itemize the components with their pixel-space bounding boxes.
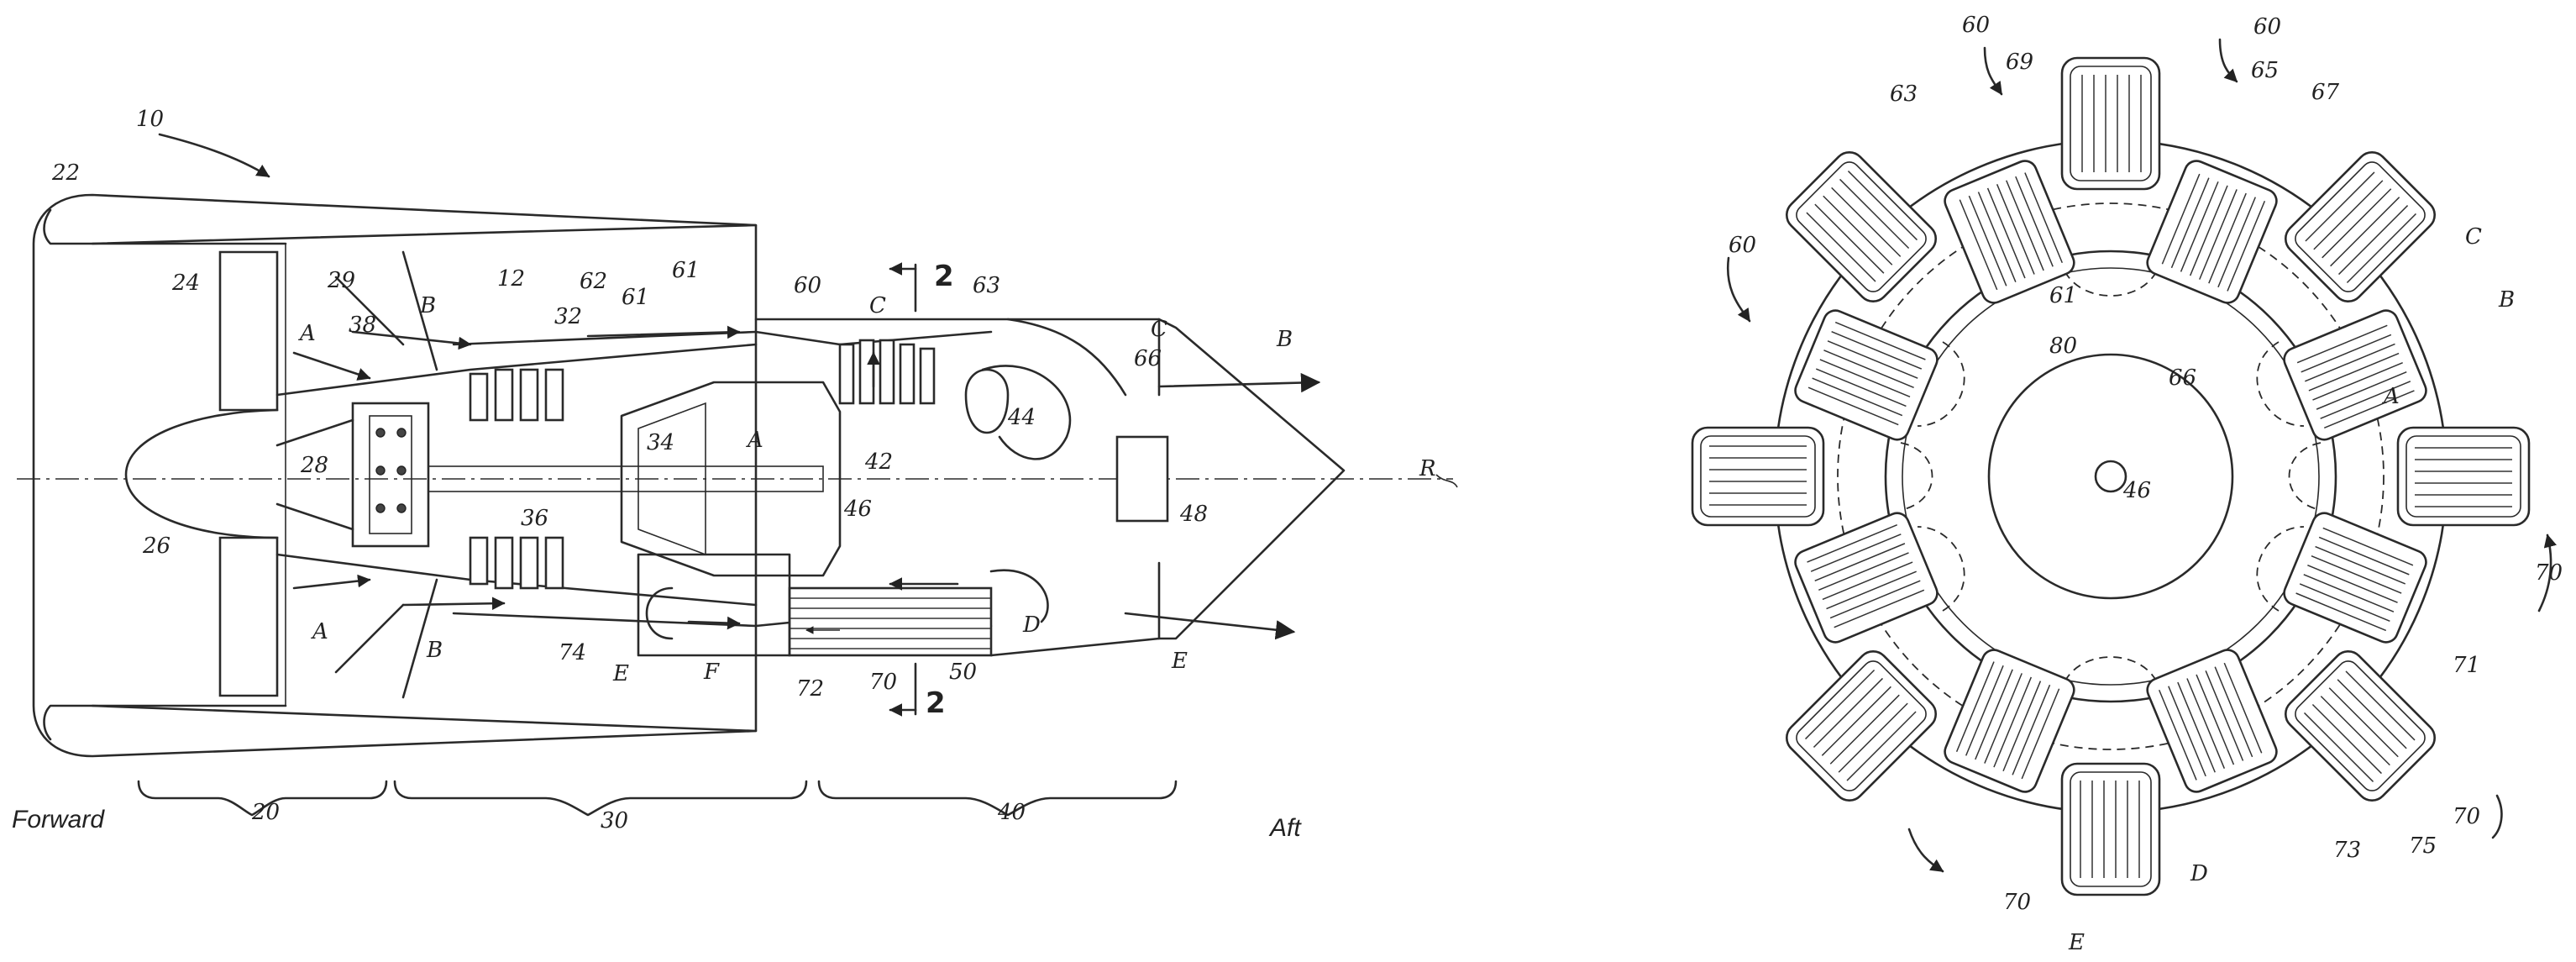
ref-label: B: [2498, 287, 2515, 313]
ref-label: 70: [2003, 890, 2031, 915]
ref-label: R: [1419, 456, 1436, 481]
ref-label: 72: [796, 676, 824, 702]
ref-label: 69: [2006, 50, 2033, 75]
recuperator-section-view: [1691, 38, 2557, 896]
ref-label: 48: [1179, 502, 1208, 527]
ref-label: 61: [622, 285, 649, 310]
ref-label: 26: [142, 534, 171, 559]
ref-label: 65: [2251, 58, 2279, 83]
ref-label: 44: [1007, 405, 1036, 430]
ref-label: 70: [869, 670, 897, 695]
ref-label: 34: [647, 430, 674, 455]
engine-cross-section: [17, 133, 1458, 817]
ref-label: 61: [672, 258, 700, 283]
section-cut-label: 2: [926, 686, 946, 720]
direction-aft: Aft: [1268, 814, 1302, 842]
ref-label: 10: [136, 107, 164, 132]
ref-label: 63: [973, 273, 1000, 298]
ref-label: E: [612, 661, 629, 686]
ref-label: 32: [554, 304, 582, 329]
ref-label: 46: [843, 497, 872, 522]
ref-label: E: [2068, 930, 2085, 955]
section-cut-label: 2: [934, 260, 954, 293]
ref-label: 42: [864, 449, 893, 475]
ref-label: 12: [497, 266, 525, 292]
ref-label: 74: [559, 640, 586, 665]
ref-label: 36: [521, 506, 548, 531]
ref-label: 67: [2311, 80, 2340, 105]
ref-label: D: [1022, 612, 1041, 638]
ref-label: 70: [2535, 560, 2563, 586]
ref-label: 75: [2409, 833, 2437, 859]
ref-label: D: [2190, 861, 2208, 886]
section-label: 20: [251, 800, 280, 825]
ref-label: 60: [1729, 233, 1756, 258]
ref-label: 61: [2049, 283, 2077, 308]
ref-label: B: [419, 293, 436, 318]
ref-label: 62: [580, 269, 607, 294]
ref-label: 63: [1890, 81, 1918, 107]
ref-label: 60: [2253, 14, 2281, 39]
left-figure-labels: 10 22 24 29 38 B A 28 26 A B 12 32 62 61…: [12, 107, 1436, 842]
section-label: 40: [997, 800, 1026, 825]
ref-label: 60: [794, 273, 821, 298]
ref-label: A: [311, 619, 328, 644]
ref-label: 24: [171, 271, 200, 296]
ref-label: F: [703, 660, 720, 685]
ref-label: E: [1171, 649, 1188, 674]
ref-label: 60: [1962, 13, 1990, 38]
ref-label: 29: [327, 268, 355, 293]
ref-label: C: [869, 293, 886, 318]
ref-label: A: [2382, 384, 2400, 409]
ref-label: 66: [2169, 365, 2196, 391]
section-label: 30: [601, 808, 628, 833]
ref-label: 66: [1134, 346, 1162, 371]
ref-label: 38: [349, 313, 376, 338]
right-figure-labels: 60 60 63 69 65 67 60 C B A 61 80 66 46 7…: [1729, 13, 2563, 955]
ref-label: 46: [2122, 478, 2151, 503]
ref-label: 70: [2453, 804, 2480, 829]
ref-label: 73: [2333, 838, 2361, 863]
ref-label: 50: [949, 660, 977, 685]
ref-label: A: [298, 321, 316, 346]
direction-forward: Forward: [12, 806, 105, 833]
ref-label: C: [1151, 317, 1167, 342]
ref-label: A: [746, 428, 763, 453]
ref-label: 71: [2453, 653, 2480, 678]
ref-label: B: [1276, 327, 1293, 352]
ref-label: 28: [300, 453, 328, 478]
ref-label: 80: [2049, 334, 2077, 359]
ref-label: C: [2465, 224, 2482, 250]
ref-label: B: [426, 638, 443, 663]
ref-label: 22: [51, 160, 80, 186]
